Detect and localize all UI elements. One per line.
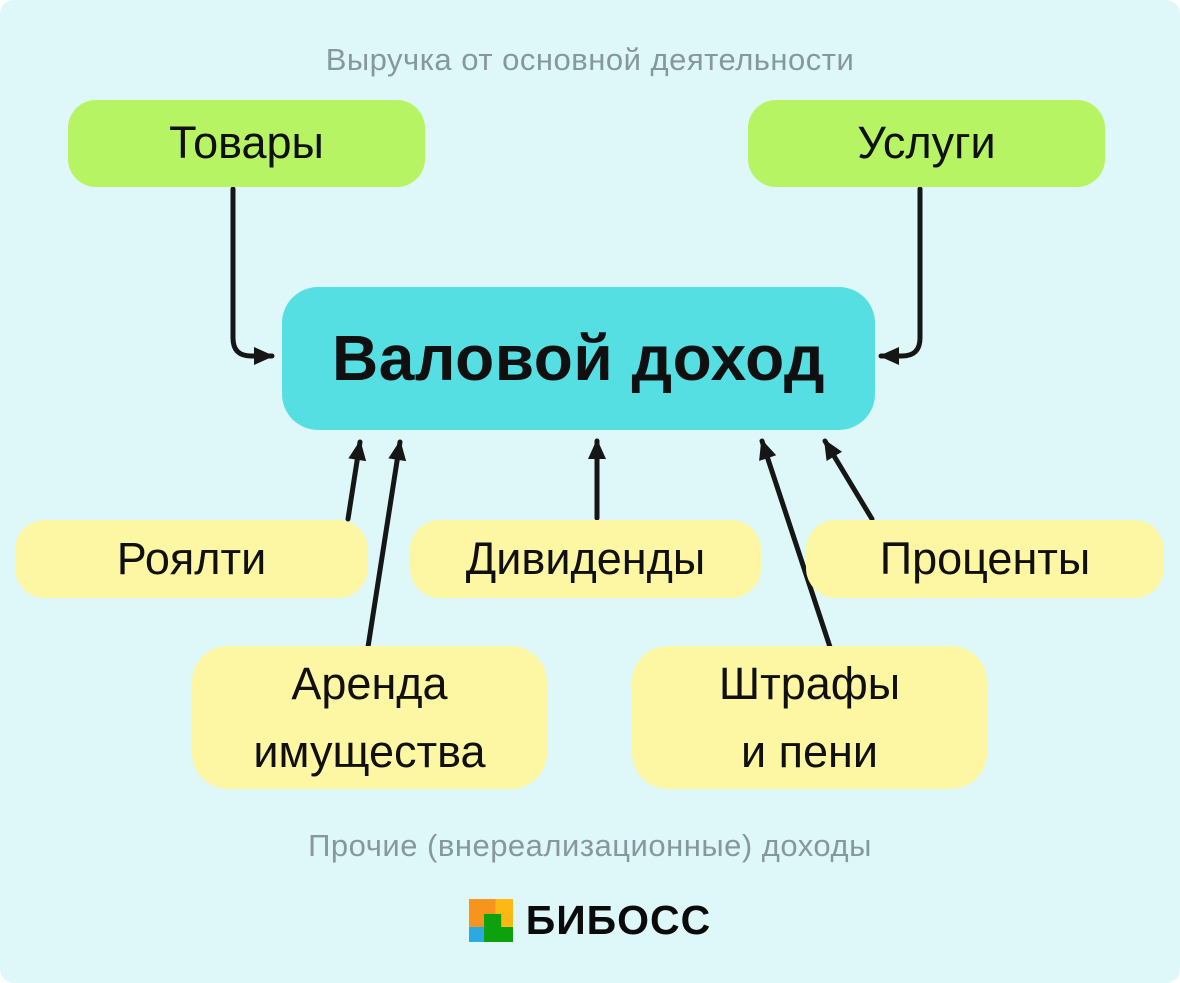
section-label-operating-revenue: Выручка от основной деятельности xyxy=(325,42,855,77)
node-gross-income-label: Валовой доход xyxy=(332,322,825,395)
node-royalty: Роялти xyxy=(15,520,368,598)
node-property-rent: Аренда имущества xyxy=(192,646,547,789)
node-dividends: Дивиденды xyxy=(410,520,761,598)
biboss-logo-icon xyxy=(468,899,513,942)
node-interest-label: Проценты xyxy=(879,532,1091,584)
node-services: Услуги xyxy=(748,100,1105,187)
arrow-uslugi-to-center xyxy=(878,186,923,365)
node-gross-income: Валовой доход xyxy=(282,287,875,430)
node-property-rent-line1: Аренда xyxy=(291,658,448,709)
arrow-tovary-to-center xyxy=(230,186,275,365)
arrow-arenda-to-center xyxy=(365,439,407,650)
biboss-logo: БИБОСС xyxy=(0,897,1180,944)
arrow-royalty-to-center xyxy=(345,439,367,522)
node-goods-label: Товары xyxy=(169,117,324,169)
node-dividends-label: Дивиденды xyxy=(465,532,706,584)
biboss-logo-text: БИБОСС xyxy=(525,897,712,943)
node-fines-penalties-line1: Штрафы xyxy=(718,658,901,709)
node-royalty-label: Роялти xyxy=(116,532,267,584)
node-interest: Проценты xyxy=(806,520,1164,598)
arrow-procenty-to-center xyxy=(822,438,875,522)
node-services-label: Услуги xyxy=(857,117,996,169)
node-fines-penalties-line2: и пени xyxy=(740,725,879,777)
section-label-other-income: Прочие (внереализационные) доходы xyxy=(308,828,872,863)
node-fines-penalties: Штрафы и пени xyxy=(632,646,987,789)
node-property-rent-line2: имущества xyxy=(253,725,486,777)
node-goods: Товары xyxy=(68,100,425,187)
